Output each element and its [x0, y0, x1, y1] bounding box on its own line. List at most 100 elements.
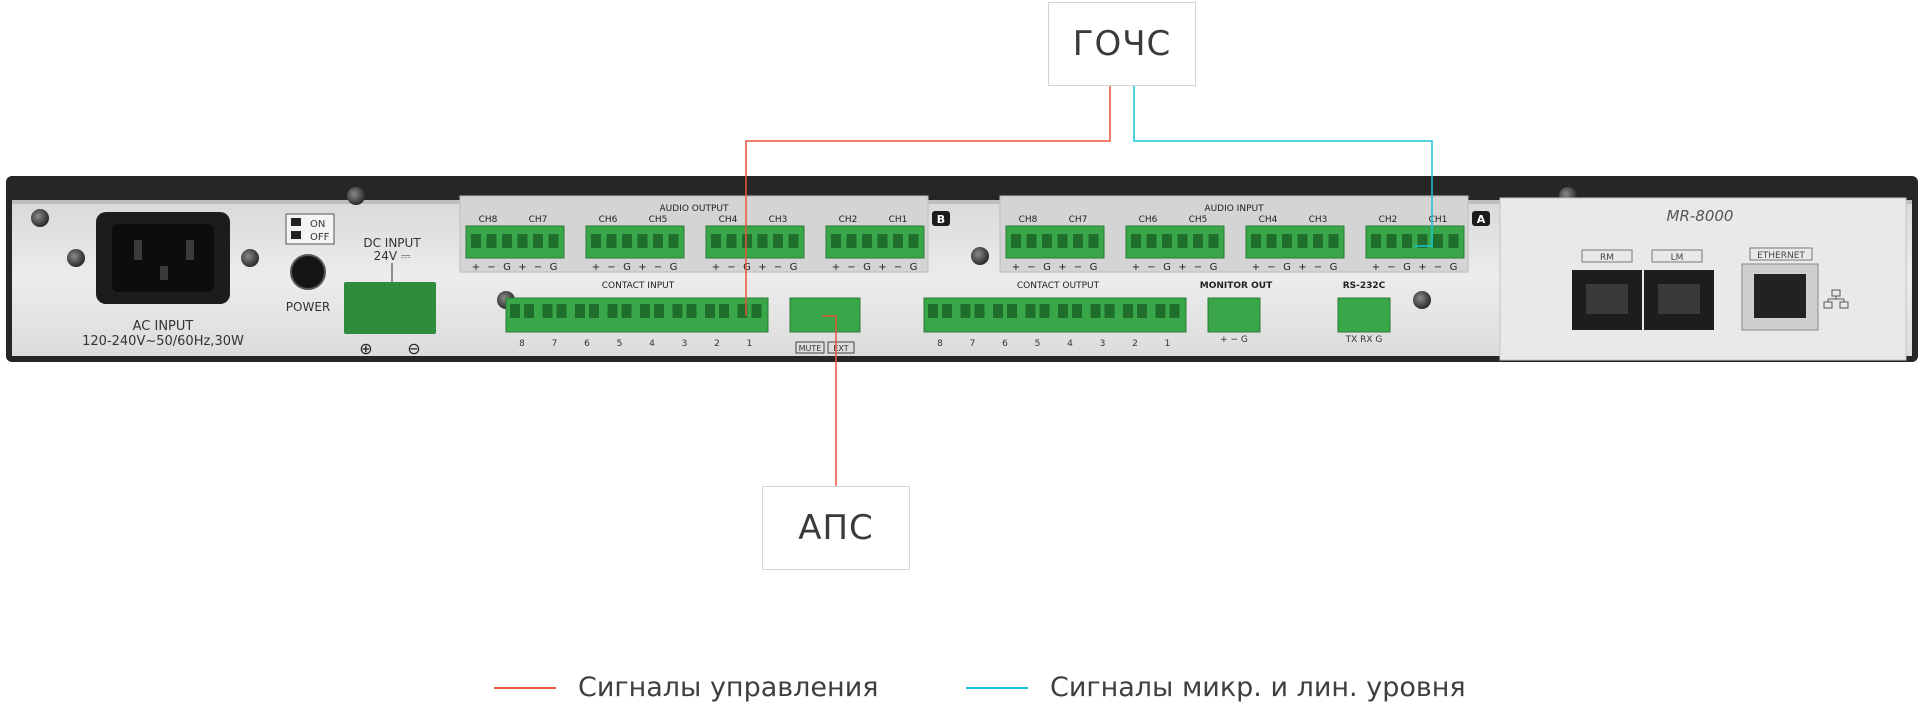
- power-on-label: ON: [310, 219, 325, 230]
- pin-label: −: [847, 262, 855, 273]
- audio-connector-block[interactable]: [1005, 225, 1105, 259]
- pin-label: G: [790, 262, 798, 273]
- contact-number: 8: [937, 339, 943, 349]
- pin-label: −: [1027, 262, 1035, 273]
- channel-label: CH2: [1379, 215, 1398, 225]
- audio-connector-block[interactable]: [1245, 225, 1345, 259]
- pin-label: +: [712, 262, 720, 273]
- node-aps-label: АПС: [798, 508, 874, 548]
- audio-line-gochs: [1133, 84, 1433, 247]
- switch-on-icon: [291, 218, 301, 226]
- pin-label: G: [1283, 262, 1291, 273]
- channel-label: CH7: [529, 215, 548, 225]
- network-icon: [1823, 289, 1849, 309]
- power-off-label: OFF: [310, 232, 330, 243]
- channel-label: CH4: [719, 215, 738, 225]
- dc-minus-icon: ⊖: [407, 339, 420, 358]
- pin-label: +: [638, 262, 646, 273]
- channel-label: CH4: [1259, 215, 1278, 225]
- control-line-gochs: [745, 84, 1111, 316]
- pin-label: G: [1090, 262, 1098, 273]
- device-rear-panel: AC INPUT 120-240V~50/60Hz,30W ON OFF POW…: [6, 176, 1918, 362]
- audio-connector-block[interactable]: [825, 225, 925, 259]
- audio-connector-block[interactable]: [705, 225, 805, 259]
- pin-label: G: [1330, 262, 1338, 273]
- contact-output-title: CONTACT OUTPUT: [1017, 281, 1100, 291]
- rs232c-title: RS-232C: [1343, 281, 1386, 291]
- pin-label: −: [1147, 262, 1155, 273]
- audio-input-title: AUDIO INPUT: [1204, 204, 1264, 214]
- legend-label-control: Сигналы управления: [578, 672, 879, 703]
- channel-label: CH2: [839, 215, 858, 225]
- rs232c-terminal[interactable]: [1337, 297, 1391, 333]
- connection-lines: [745, 84, 1433, 486]
- channel-label: CH6: [1139, 215, 1158, 225]
- monitor-out-terminal[interactable]: [1207, 297, 1261, 333]
- pin-label: +: [758, 262, 766, 273]
- contact-number: 1: [1165, 339, 1171, 349]
- channel-label: CH1: [1429, 215, 1448, 225]
- screw-icon: [31, 209, 49, 227]
- legend-swatch-audio: [966, 686, 1028, 689]
- model-label: MR-8000: [1667, 207, 1734, 225]
- mute-ext-terminal[interactable]: [789, 297, 861, 333]
- pin-label: G: [670, 262, 678, 273]
- pin-label: G: [1403, 262, 1411, 273]
- pin-label: −: [487, 262, 495, 273]
- audio-connector-block[interactable]: [585, 225, 685, 259]
- contact-input-title: CONTACT INPUT: [602, 281, 675, 291]
- contact-number: 7: [970, 339, 976, 349]
- channel-label: CH7: [1069, 215, 1088, 225]
- channel-label: CH5: [1189, 215, 1208, 225]
- power-button[interactable]: [290, 254, 326, 290]
- pin-label: −: [774, 262, 782, 273]
- screw-icon: [241, 249, 259, 267]
- pin-label: G: [1163, 262, 1171, 273]
- pin-label: +: [1178, 262, 1186, 273]
- dc-input-terminal[interactable]: [344, 282, 436, 334]
- pin-label: −: [607, 262, 615, 273]
- rs232c-pins: TX RX G: [1345, 335, 1383, 345]
- screw-icon: [67, 249, 85, 267]
- pin-label: −: [1074, 262, 1082, 273]
- pin-label: +: [472, 262, 480, 273]
- switch-off-icon: [291, 231, 301, 239]
- power-label: POWER: [286, 300, 330, 314]
- audio-connector-block[interactable]: [465, 225, 565, 259]
- audio-output-badge: [932, 211, 950, 226]
- pin-label: +: [1372, 262, 1380, 273]
- pin-label: −: [894, 262, 902, 273]
- audio-output-title: AUDIO OUTPUT: [660, 204, 729, 214]
- pin-label: +: [1418, 262, 1426, 273]
- contact-number: 3: [1100, 339, 1106, 349]
- pin-label: +: [878, 262, 886, 273]
- pin-label: G: [503, 262, 511, 273]
- audio-connector-block[interactable]: [1365, 225, 1465, 259]
- screw-icon: [347, 187, 365, 205]
- ext-label: EXT: [833, 344, 848, 353]
- pin-label: −: [534, 262, 542, 273]
- channel-label: CH6: [599, 215, 618, 225]
- audio-input-badge: [1472, 211, 1490, 226]
- monitor-out-title: MONITOR OUT: [1200, 281, 1273, 291]
- pin-label: G: [863, 262, 871, 273]
- contact-number: 5: [617, 339, 623, 349]
- audio-connector-block[interactable]: [1125, 225, 1225, 259]
- pin-label: +: [1012, 262, 1020, 273]
- node-gochs: ГОЧС: [1048, 2, 1196, 86]
- pin-label: G: [910, 262, 918, 273]
- channel-label: CH3: [769, 215, 788, 225]
- pin-label: +: [1132, 262, 1140, 273]
- pin-label: +: [832, 262, 840, 273]
- pin-label: −: [1387, 262, 1395, 273]
- pin-label: +: [1252, 262, 1260, 273]
- channel-label: CH1: [889, 215, 908, 225]
- contact-number: 4: [649, 339, 655, 349]
- pin-label: −: [727, 262, 735, 273]
- pin-label: +: [1298, 262, 1306, 273]
